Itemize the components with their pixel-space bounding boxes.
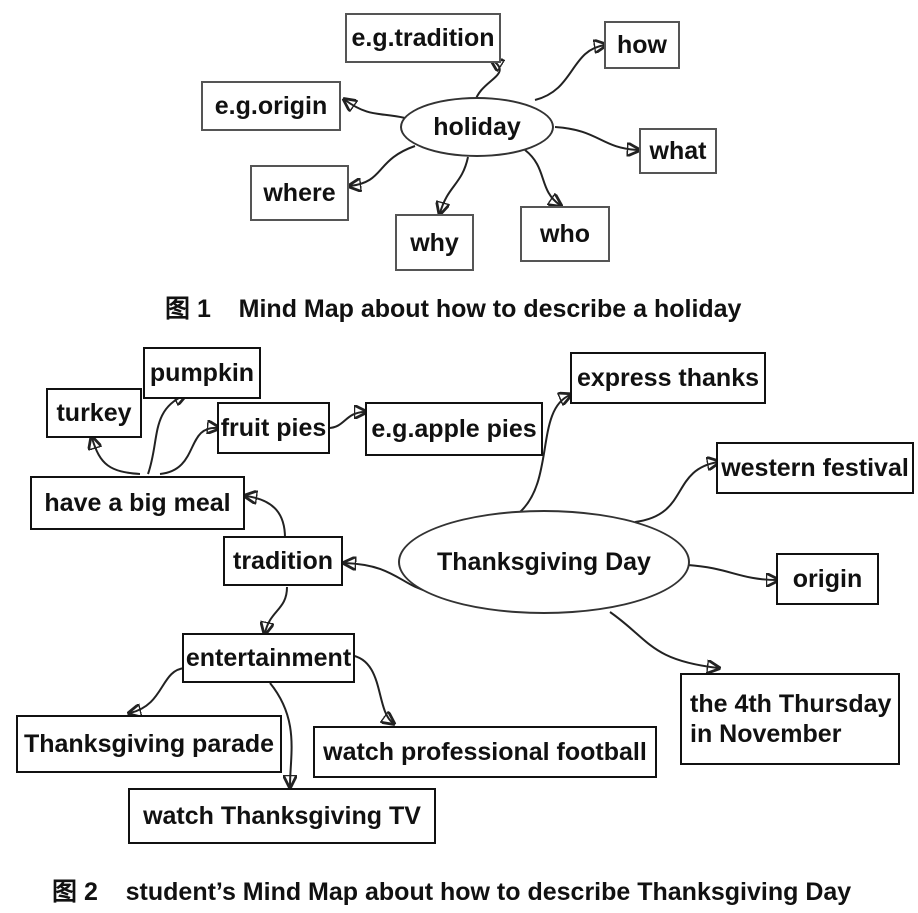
node-how: how	[604, 21, 680, 69]
figure2-caption: 图 2 student’s Mind Map about how to desc…	[52, 872, 851, 908]
link-holiday-tradition	[474, 60, 500, 103]
node-tradition: tradition	[223, 536, 343, 586]
link-meal-pumpkin	[147, 395, 185, 475]
figure2-caption-num: 图 2	[52, 878, 98, 906]
link-holiday-what	[554, 126, 638, 150]
figure1-caption-num: 图 1	[165, 295, 211, 323]
link-center-thanks	[519, 395, 570, 513]
thanksgiving-label: Thanksgiving Day	[437, 547, 651, 576]
link-holiday-how	[534, 45, 605, 101]
link-center-western	[634, 462, 718, 523]
link-fruitpies-apple	[327, 412, 365, 429]
node-where: where	[250, 165, 349, 221]
node-date: the 4th Thursday in November	[680, 673, 900, 765]
thanksgiving-ellipse: Thanksgiving Day	[398, 510, 690, 614]
node-western-festival: western festival	[716, 442, 914, 494]
link-center-origin	[687, 564, 777, 580]
link-tradition-entertainment	[265, 586, 288, 633]
link-holiday-who	[524, 149, 560, 205]
node-date-line2: in November	[690, 720, 842, 748]
link-ent-football	[349, 654, 393, 723]
node-have-big-meal: have a big meal	[30, 476, 245, 530]
node-watch-football: watch professional football	[313, 726, 657, 778]
node-fruit-pies: fruit pies	[217, 402, 330, 454]
holiday-label: holiday	[433, 112, 521, 141]
link-tradition-meal	[246, 496, 286, 539]
node-who: who	[520, 206, 610, 262]
node-what: what	[639, 128, 717, 174]
node-why: why	[395, 214, 474, 271]
link-holiday-origin	[345, 100, 406, 119]
link-holiday-where	[350, 145, 416, 186]
figure1-caption-text: Mind Map about how to describe a holiday	[238, 295, 742, 323]
node-entertainment: entertainment	[182, 633, 355, 683]
node-watch-tv: watch Thanksgiving TV	[128, 788, 436, 844]
figure1-caption: 图 1 Mind Map about how to describe a hol…	[165, 289, 741, 325]
link-ent-tv	[269, 682, 292, 786]
link-center-date	[609, 611, 718, 668]
figure2-caption-text: student’s Mind Map about how to describe…	[125, 878, 852, 906]
node-eg-origin: e.g.origin	[201, 81, 341, 131]
node-origin: origin	[776, 553, 879, 605]
node-eg-apple-pies: e.g.apple pies	[365, 402, 543, 456]
node-date-line1: the 4th Thursday	[690, 690, 892, 718]
node-express-thanks: express thanks	[570, 352, 766, 404]
link-meal-turkey	[92, 438, 141, 475]
link-meal-fruitpies	[159, 428, 218, 475]
holiday-ellipse: holiday	[400, 97, 554, 157]
node-turkey: turkey	[46, 388, 142, 438]
link-ent-parade	[130, 667, 186, 713]
node-thanksgiving-parade: Thanksgiving parade	[16, 715, 282, 773]
node-pumpkin: pumpkin	[143, 347, 261, 399]
node-eg-tradition: e.g.tradition	[345, 13, 501, 63]
link-holiday-why	[440, 156, 469, 213]
